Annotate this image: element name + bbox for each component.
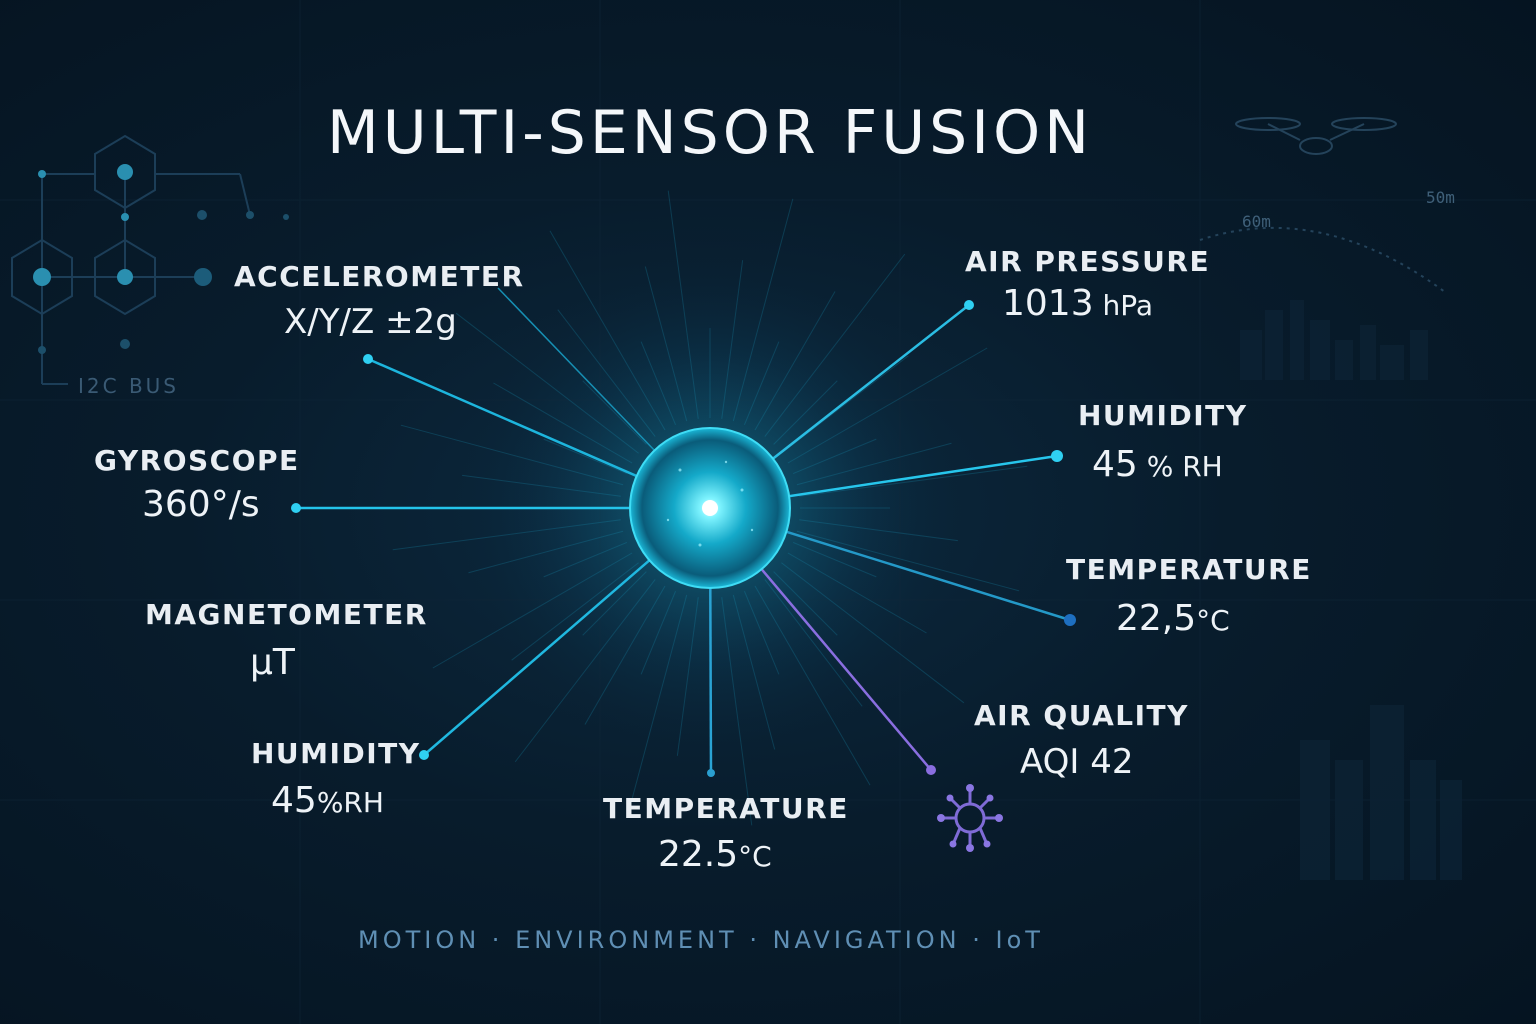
core-center (702, 500, 718, 516)
virus-molecule-icon (944, 790, 996, 846)
dot-temperature-right (1064, 614, 1076, 626)
sensor-label-accelerometer: ACCELEROMETER (234, 260, 525, 293)
sensor-label-humidity-right: HUMIDITY (1078, 399, 1248, 432)
sensor-value-magnetometer: µT (250, 642, 295, 683)
drone-icon (1199, 117, 1446, 293)
temperature-bottom-unit: °C (738, 840, 772, 873)
temperature-right-number: 22,5 (1116, 598, 1197, 639)
dot-accelerometer (363, 354, 373, 364)
sensor-value-air-quality: AQI 42 (1020, 742, 1134, 782)
page-title: MULTI-SENSOR FUSION (326, 98, 1094, 168)
humidity-left-unit: %RH (316, 786, 384, 819)
molecule-dots (937, 784, 1003, 852)
core-sparkles (666, 460, 754, 547)
sensor-label-temperature-bottom: TEMPERATURE (603, 792, 849, 825)
sensor-value-temperature-bottom: 22.5°C (658, 834, 772, 875)
footer-tagline: MOTION · ENVIRONMENT · NAVIGATION · IoT (358, 926, 1044, 954)
air-pressure-unit: hPa (1093, 289, 1154, 322)
dot-humidity-right (1051, 450, 1063, 462)
dot-humidity-left (419, 750, 429, 760)
temperature-right-unit: °C (1196, 604, 1230, 637)
temperature-bottom-number: 22.5 (658, 834, 739, 875)
sensor-value-humidity-right: 45 % RH (1092, 444, 1223, 485)
dot-air-quality (926, 765, 936, 775)
sensor-value-temperature-right: 22,5°C (1116, 598, 1230, 639)
sensor-label-air-pressure: AIR PRESSURE (965, 245, 1211, 278)
i2c-bus-nodes (33, 164, 289, 354)
sensor-label-gyroscope: GYROSCOPE (94, 444, 300, 477)
sensor-value-humidity-left: 45%RH (271, 780, 384, 821)
air-pressure-number: 1013 (1002, 283, 1094, 324)
dot-air-pressure (964, 300, 974, 310)
humidity-right-number: 45 (1092, 444, 1138, 485)
humidity-right-unit: % RH (1137, 450, 1223, 483)
sensor-label-temperature-right: TEMPERATURE (1066, 553, 1312, 586)
dot-gyroscope (291, 503, 301, 513)
i2c-bus-network (11, 134, 251, 385)
humidity-left-number: 45 (271, 780, 317, 821)
sensor-value-air-pressure: 1013 hPa (1002, 283, 1153, 324)
sensor-value-accelerometer: X/Y/Z ±2g (284, 302, 457, 342)
sensor-label-humidity-left: HUMIDITY (251, 737, 421, 770)
sensor-label-magnetometer: MAGNETOMETER (145, 598, 428, 631)
sensor-value-gyroscope: 360°/s (142, 484, 260, 525)
skyline-graphic (1240, 300, 1462, 880)
dot-temperature-bottom (707, 769, 715, 777)
endpoint-dots (291, 300, 1076, 777)
i2c-bus-label: I2C BUS (78, 374, 179, 398)
drone-distance-label: 60m (1242, 212, 1271, 231)
sensor-label-air-quality: AIR QUALITY (974, 699, 1189, 732)
drone-distance-label: 50m (1426, 188, 1455, 207)
